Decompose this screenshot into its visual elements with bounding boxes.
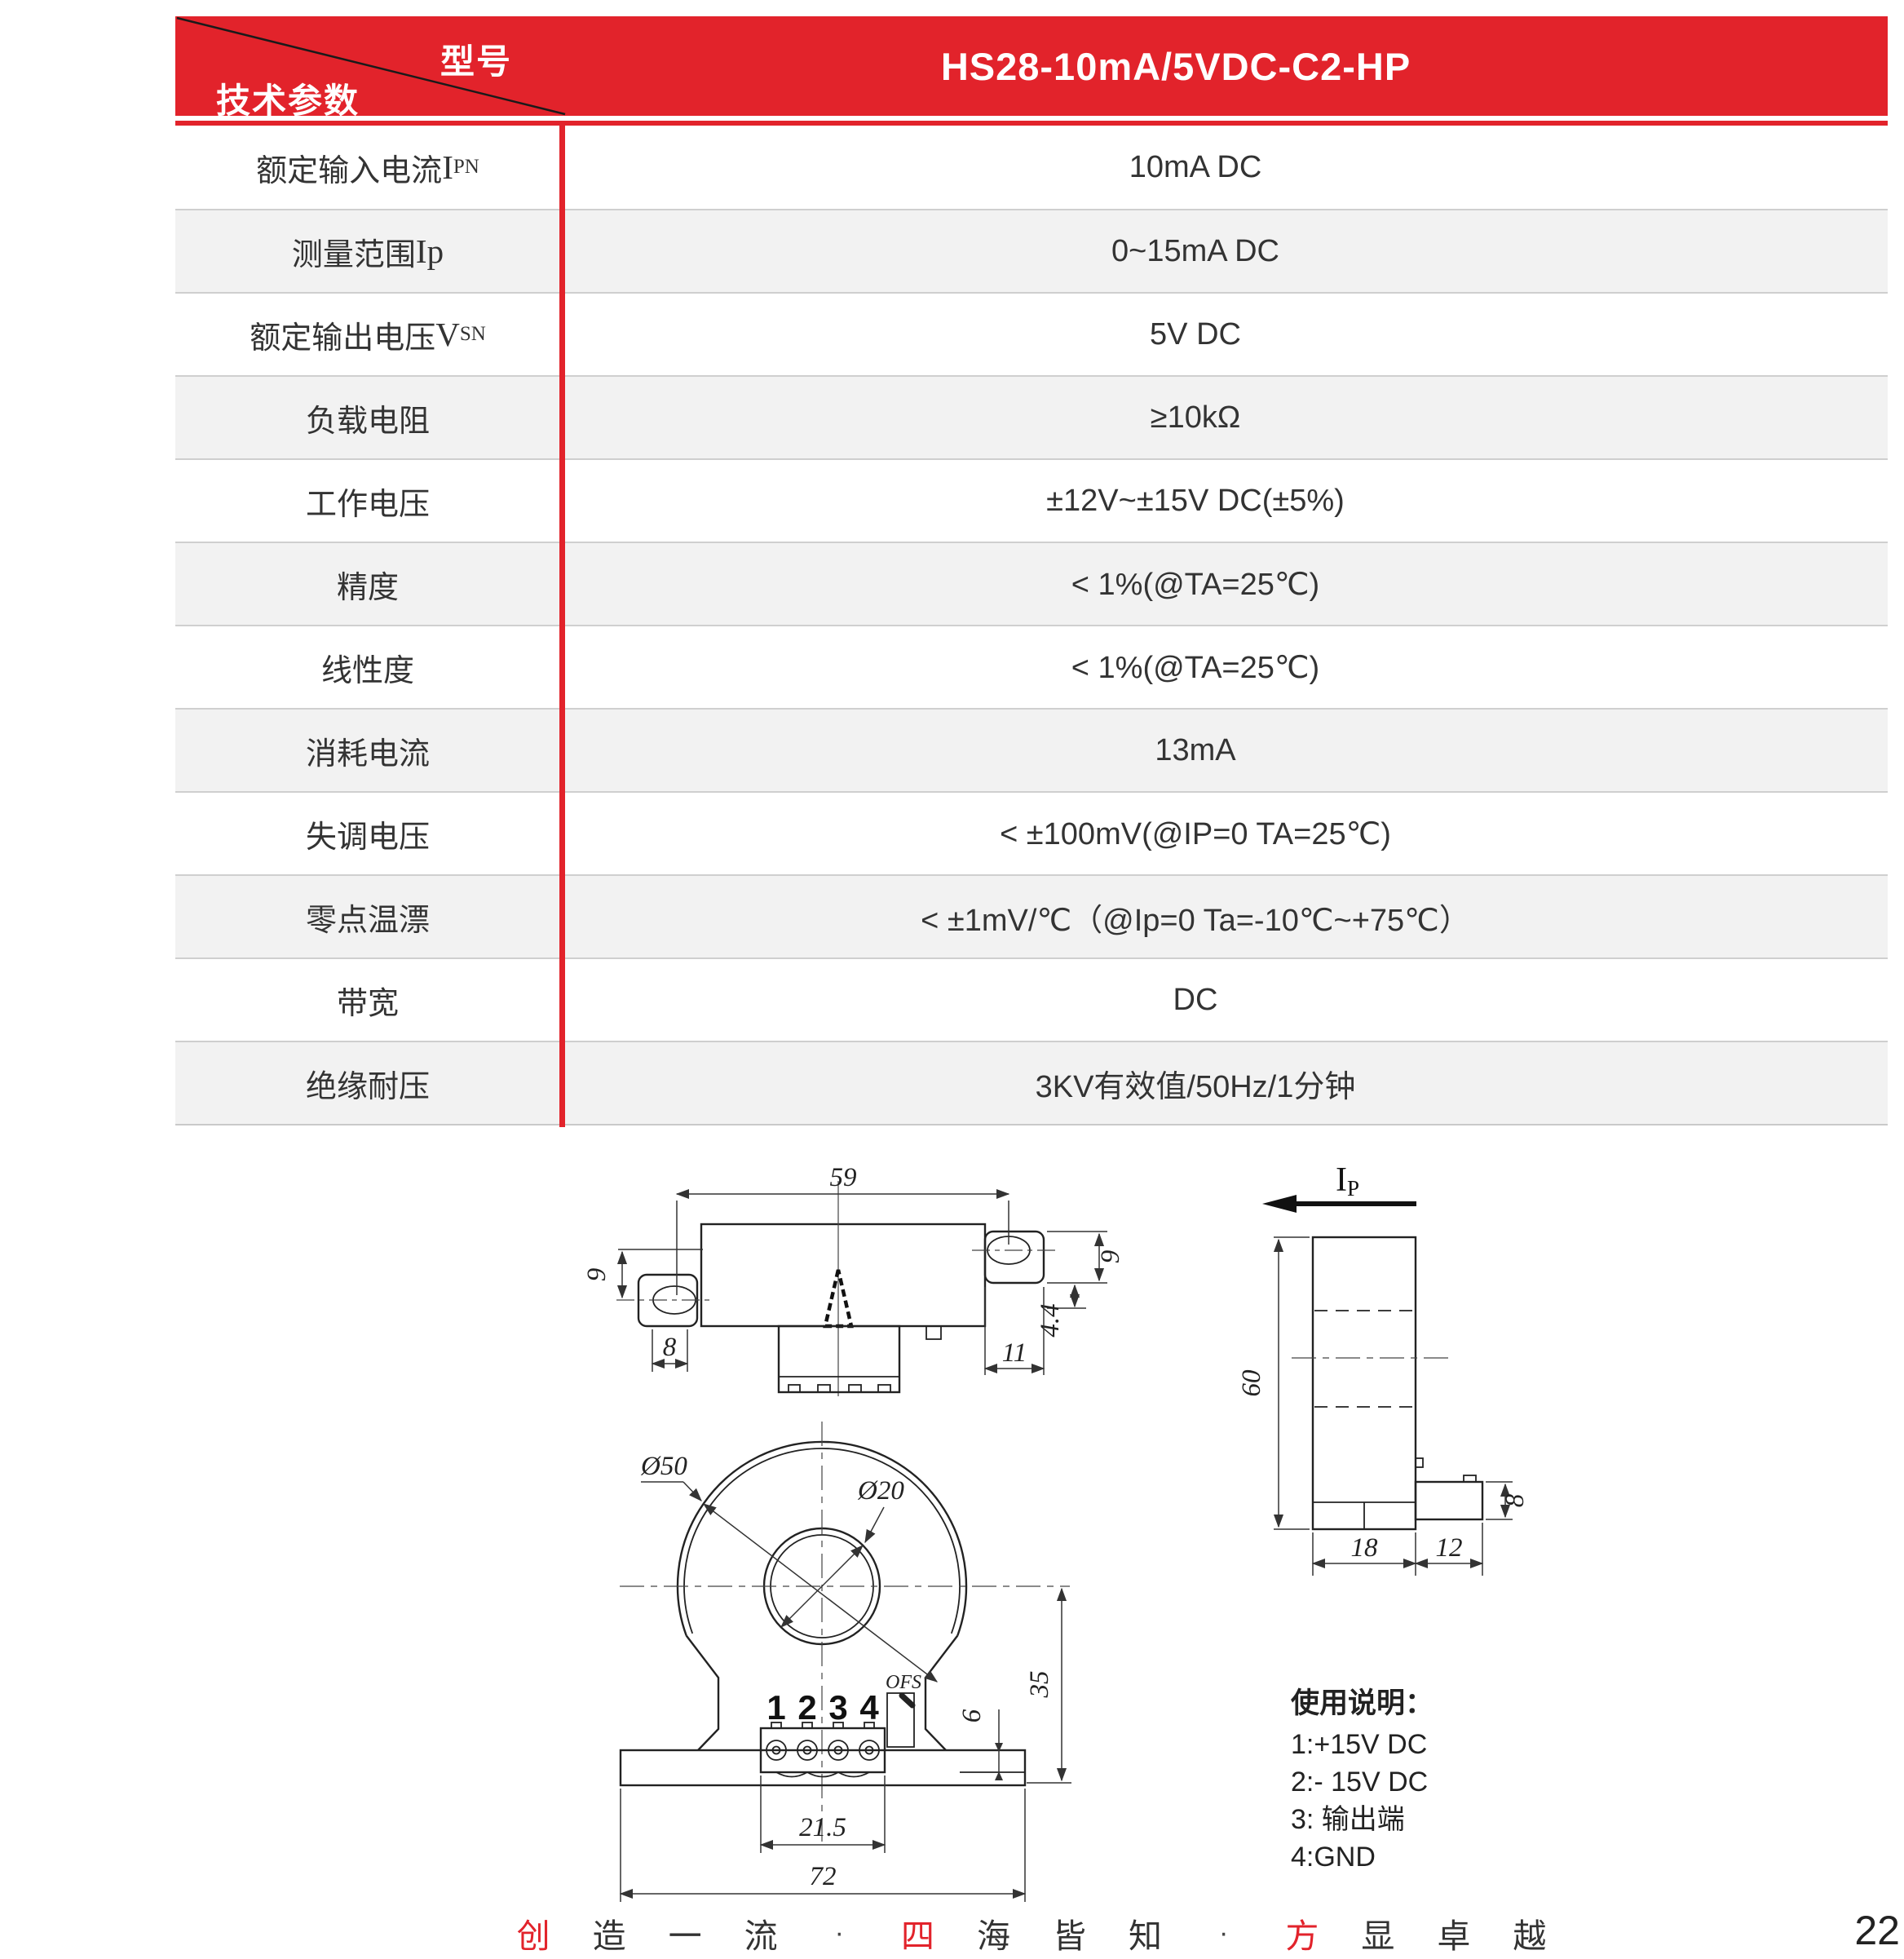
slogan-char: 造 (592, 1917, 626, 1955)
param-value: ±12V~±15V DC(±5%) (1046, 483, 1345, 518)
usage-line: 3: 输出端 (1291, 1804, 1405, 1835)
param-value: < ±1mV/℃（@Ip=0 Ta=-10℃~+75℃） (921, 903, 1470, 938)
table-row: 失调电压 < ±100mV(@IP=0 TA=25℃) (175, 791, 1888, 874)
slogan-char: 海 (977, 1917, 1010, 1955)
dim-18: 18 (1351, 1533, 1379, 1563)
slogan-char: 创 (516, 1917, 550, 1955)
dim-35: 35 (1025, 1671, 1054, 1699)
header-corner-params-label: 技术参数 (216, 82, 360, 120)
dim-9-left: 9 (582, 1268, 612, 1282)
usage-notes: 使用说明： 1:+15V DC 2:- 15V DC 3: 输出端 4:GND (1291, 1685, 1584, 1876)
header-banner: 型号 技术参数 HS28-10mA/5VDC-C2-HP (175, 16, 1888, 120)
param-label: 线性度 (320, 653, 414, 688)
table-row: 精度 < 1%(@TA=25℃) (175, 542, 1888, 625)
slogan-char: 显 (1361, 1917, 1395, 1955)
table-row: 零点温漂 < ±1mV/℃（@Ip=0 Ta=-10℃~+75℃） (175, 874, 1888, 957)
slogan-char: 皆 (1053, 1917, 1086, 1955)
dim-4-4: 4.4 (1036, 1303, 1065, 1337)
usage-line: 1:+15V DC (1291, 1729, 1428, 1760)
slogan-separator: · (1219, 1917, 1229, 1948)
dim-72: 72 (810, 1862, 837, 1891)
dim-8: 8 (663, 1333, 677, 1362)
param-value: 13mA (1155, 732, 1236, 767)
param-label: 零点温漂 (305, 903, 430, 938)
param-value: < 1%(@TA=25℃) (1071, 650, 1320, 685)
dim-d20: Ø20 (857, 1476, 904, 1506)
ofs-label: OFS (886, 1672, 921, 1693)
param-value: 10mA DC (1129, 149, 1262, 184)
param-value: < 1%(@TA=25℃) (1071, 567, 1320, 602)
product-model-title: HS28-10mA/5VDC-C2-HP (940, 44, 1411, 88)
usage-line: 4:GND (1291, 1842, 1376, 1873)
slogan-char: 方 (1285, 1917, 1319, 1955)
slogan-char: 一 (668, 1917, 702, 1955)
param-value: ≥10kΩ (1150, 400, 1241, 435)
dim-59: 59 (830, 1163, 857, 1192)
param-value: 3KV有效值/50Hz/1分钟 (1035, 1069, 1356, 1104)
param-label: 消耗电流 (305, 736, 430, 772)
header-diagonal-line (176, 16, 566, 116)
param-value: DC (1173, 982, 1218, 1017)
page-number: 22 (1854, 1908, 1900, 1953)
dim-8-side: 8 (1500, 1493, 1530, 1507)
top-view-drawing: 59 9 8 9 4.4 11 (582, 1163, 1125, 1396)
pin-number-3: 3 (828, 1688, 847, 1727)
dimension-drawings: 59 9 8 9 4.4 11 (582, 1161, 1530, 1902)
pin-number-4: 4 (859, 1688, 879, 1727)
dim-12: 12 (1436, 1533, 1463, 1563)
slogan-char: 四 (901, 1917, 934, 1955)
table-row: 带宽 DC (175, 957, 1888, 1041)
param-label: 带宽 (336, 986, 399, 1021)
param-label: 精度 (336, 570, 399, 605)
dim-11: 11 (1002, 1338, 1027, 1368)
slogan-char: 越 (1513, 1917, 1547, 1955)
slogan-char: 流 (744, 1917, 778, 1955)
pin-number-2: 2 (797, 1688, 816, 1727)
table-row: 绝缘耐压 3KV有效值/50Hz/1分钟 (175, 1041, 1888, 1124)
front-view-drawing: 1 2 3 4 OFS Ø50 Ø20 35 6 21.5 72 (619, 1422, 1071, 1902)
param-label: 工作电压 (305, 487, 430, 522)
dim-60: 60 (1237, 1369, 1266, 1397)
dim-d50: Ø50 (640, 1452, 687, 1481)
param-label: 负载电阻 (305, 404, 430, 439)
param-label: 绝缘耐压 (305, 1069, 430, 1104)
param-value: < ±100mV(@IP=0 TA=25℃) (1000, 816, 1391, 851)
usage-line: 2:- 15V DC (1291, 1767, 1429, 1798)
table-row: 工作电压 ±12V~±15V DC(±5%) (175, 458, 1888, 542)
usage-title: 使用说明： (1291, 1687, 1434, 1719)
side-view-drawing: IP 60 18 12 8 (1237, 1161, 1530, 1576)
header-corner-model-label: 型号 (440, 42, 513, 81)
table-row: 消耗电流 13mA (175, 708, 1888, 791)
dim-21-5: 21.5 (799, 1813, 846, 1842)
slogan-char: 知 (1129, 1917, 1162, 1955)
param-label: 失调电压 (305, 820, 430, 855)
header-underline (175, 121, 1888, 126)
slogan-separator: · (834, 1917, 844, 1948)
param-value: 0~15mA DC (1111, 233, 1279, 268)
pin-number-1: 1 (766, 1688, 785, 1727)
ip-label: IP (1336, 1161, 1359, 1201)
table-column-divider (559, 121, 565, 1127)
dim-6: 6 (957, 1709, 987, 1722)
footer-slogan: 创 造 一 流 · 四 海 皆 知 · 方 显 卓 越 (175, 1908, 1888, 1957)
dim-9-right: 9 (1096, 1250, 1125, 1264)
ip-arrow (1262, 1195, 1297, 1213)
table-row: 线性度 < 1%(@TA=25℃) (175, 625, 1888, 708)
slogan-char: 卓 (1437, 1917, 1471, 1955)
table-row: 负载电阻 ≥10kΩ (175, 375, 1888, 458)
param-value: 5V DC (1150, 316, 1241, 352)
